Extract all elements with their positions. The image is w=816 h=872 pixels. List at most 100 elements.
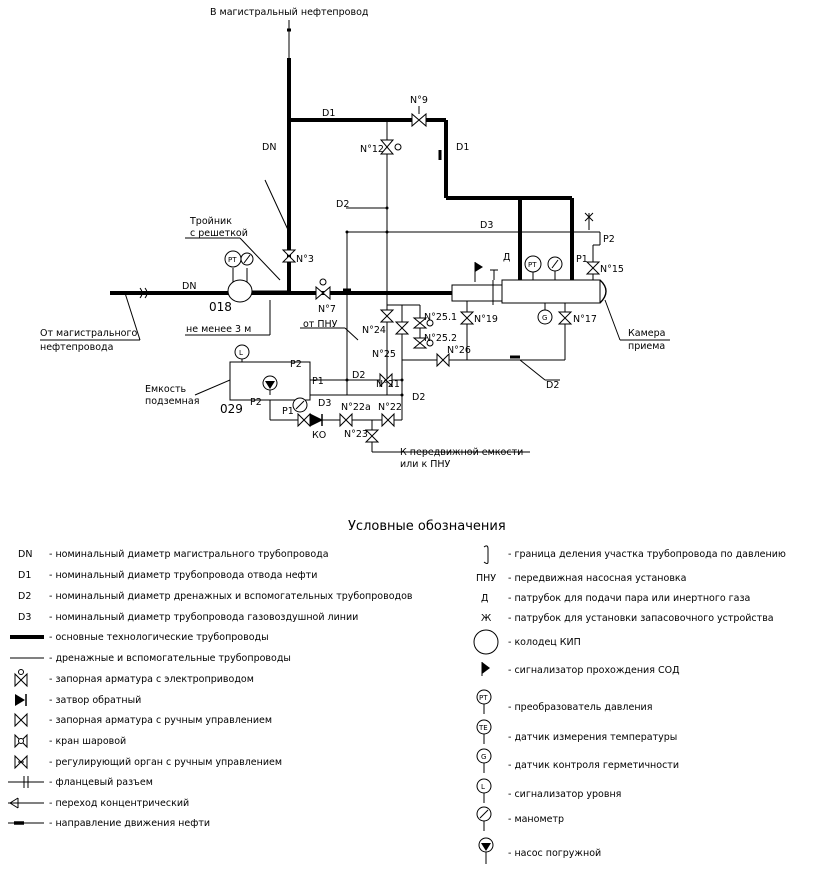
label-valve-25-2: N°25.2 — [424, 333, 457, 344]
label-from-main-pipeline-2: нефтепровода — [40, 342, 113, 353]
instrument-g-chamber: G — [542, 314, 547, 322]
label-tee-2: с решеткой — [190, 228, 248, 239]
legend-left-texts: - номинальный диаметр магистрального тру… — [49, 549, 413, 829]
legend-symbol-d2: D2 — [18, 591, 31, 602]
label-valve-23: N°23 — [344, 429, 368, 440]
label-dn-horizontal: DN — [182, 281, 196, 292]
legend-text-check-valve: - затвор обратный — [49, 695, 141, 706]
flanges — [120, 28, 520, 397]
label-valve-26: N°26 — [447, 345, 471, 356]
legend-text-manometer: - манометр — [508, 814, 564, 825]
legend-text-d3: - номинальный диаметр трубопровода газов… — [49, 612, 358, 623]
instruments — [224, 212, 594, 413]
label-valve-17: N°17 — [573, 314, 597, 325]
legend-symbol-zh: Ж — [481, 613, 492, 624]
legend-right-texts: - граница деления участка трубопровода п… — [508, 549, 786, 859]
legend-text-main-pipes: - основные технологические трубопроводы — [49, 632, 269, 643]
label-valve-19: N°19 — [474, 314, 498, 325]
label-d2-bottom: D2 — [546, 380, 559, 391]
label-valve-22a: N°22а — [341, 402, 371, 413]
label-chamber-2: приема — [628, 341, 665, 352]
label-valve-9: N°9 — [410, 95, 428, 106]
label-d-patrubok: Д — [503, 252, 510, 263]
legend-text-submersible-pump: - насос погружной — [508, 848, 601, 859]
legend-text-flow-direction: - направление движения нефти — [49, 818, 210, 829]
legend-symbol-d: Д — [481, 593, 488, 604]
diagram-labels: В магистральный нефтепровод От магистрал… — [40, 7, 665, 470]
legend-text-aux-pipes: - дренажные и вспомогательные трубопрово… — [49, 653, 291, 664]
legend-text-d1: - номинальный диаметр трубопровода отвод… — [49, 570, 317, 581]
label-mobile-1: К передвижной емкости — [400, 447, 523, 458]
legend-text-manual-valve: - запорная арматура с ручным управлением — [49, 715, 272, 726]
valves — [281, 106, 601, 443]
label-p2-chamber: P2 — [603, 234, 615, 245]
label-p2-tank-a: P2 — [290, 359, 302, 370]
label-not-less-3m: не менее 3 м — [186, 324, 251, 335]
label-dn-vertical: DN — [262, 142, 276, 153]
label-p2-tank-b: P2 — [250, 397, 262, 408]
legend-text-leak-sensor: - датчик контроля герметичности — [508, 760, 679, 771]
instrument-l-tank: L — [239, 349, 243, 357]
label-p1-tank-b: P1 — [282, 406, 294, 417]
instrument-pt-chamber: PT — [528, 261, 537, 269]
label-valve-24: N°24 — [362, 325, 386, 336]
legend-text-pnu: - передвижная насосная установка — [508, 573, 687, 584]
label-valve-15: N°15 — [600, 264, 624, 275]
legend-text-flange: - фланцевый разъем — [49, 777, 153, 788]
legend-text-level-signaler: - сигнализатор уровня — [508, 789, 621, 800]
legend-symbol-g: G — [481, 753, 486, 761]
label-d1-top: D1 — [322, 108, 335, 119]
label-d3-lower: D3 — [318, 398, 331, 409]
legend-text-electric-valve: - запорная арматура с электроприводом — [49, 674, 254, 685]
label-d3-upper: D3 — [480, 220, 493, 231]
legend-text-kip-well: - колодец КИП — [508, 637, 581, 648]
legend-symbol-pt: PT — [479, 694, 488, 702]
label-chamber-1: Камера — [628, 328, 665, 339]
label-tee-1: Тройник — [189, 216, 232, 227]
legend-text-reducer: - переход концентрический — [49, 798, 189, 809]
legend-text-temperature-sensor: - датчик измерения температуры — [508, 732, 677, 743]
label-valve-25: N°25 — [372, 349, 396, 360]
legend-text-sod-signaler: - сигнализатор прохождения СОД — [508, 665, 680, 676]
label-valve-21: N°21 — [376, 379, 400, 390]
legend-symbol-d3: D3 — [18, 612, 31, 623]
label-d2-right: D2 — [412, 392, 425, 403]
legend-right-symbols: ПНУ Д Ж PT TE G L — [473, 545, 499, 864]
legend-text-d2: - номинальный диаметр дренажных и вспомо… — [49, 591, 413, 602]
legend-left-symbols: DN D1 D2 D3 — [8, 549, 44, 825]
legend-symbol-l: L — [481, 783, 485, 791]
label-p1-chamber: P1 — [576, 254, 588, 265]
legend-text-steam-nozzle: - патрубок для подачи пара или инертного… — [508, 593, 750, 604]
label-p1-tank-a: P1 — [312, 376, 324, 387]
legend-text-ball-valve: - кран шаровой — [49, 736, 126, 747]
label-mobile-2: или к ПНУ — [400, 459, 450, 470]
label-valve-7: N°7 — [318, 304, 336, 315]
legend-title: Условные обозначения — [348, 519, 506, 534]
legend-text-launching-nozzle: - патрубок для установки запасовочного у… — [508, 613, 774, 624]
legend-text-pressure-transducer: - преобразователь давления — [508, 702, 652, 713]
label-to-main-pipeline: В магистральный нефтепровод — [210, 7, 369, 18]
legend-symbol-pnu: ПНУ — [476, 573, 496, 584]
leader-lines — [40, 207, 670, 396]
label-ko: КО — [312, 430, 326, 441]
legend-text-regulating: - регулирующий орган с ручным управление… — [49, 757, 282, 768]
label-valve-3: N°3 — [296, 254, 314, 265]
label-code-029: 029 — [220, 402, 243, 416]
launcher-chamber — [451, 279, 607, 305]
label-d1-right: D1 — [456, 142, 469, 153]
label-valve-22: N°22 — [378, 402, 402, 413]
legend-text-dn: - номинальный диаметр магистрального тру… — [49, 549, 329, 560]
legend-symbol-te: TE — [478, 724, 488, 732]
instrument-pt-018: PT — [228, 256, 237, 264]
label-d2-low: D2 — [352, 370, 365, 381]
label-from-pnu: от ПНУ — [303, 319, 338, 330]
label-code-018: 018 — [209, 300, 232, 314]
label-from-main-pipeline-1: От магистрального — [40, 328, 137, 339]
label-valve-12: N°12 — [360, 144, 384, 155]
legend-symbol-dn: DN — [18, 549, 32, 560]
legend-text-pressure-boundary: - граница деления участка трубопровода п… — [508, 549, 786, 560]
label-valve-25-1: N°25.1 — [424, 312, 457, 323]
label-tank-1: Емкость — [145, 384, 186, 395]
label-tank-2: подземная — [145, 396, 199, 407]
